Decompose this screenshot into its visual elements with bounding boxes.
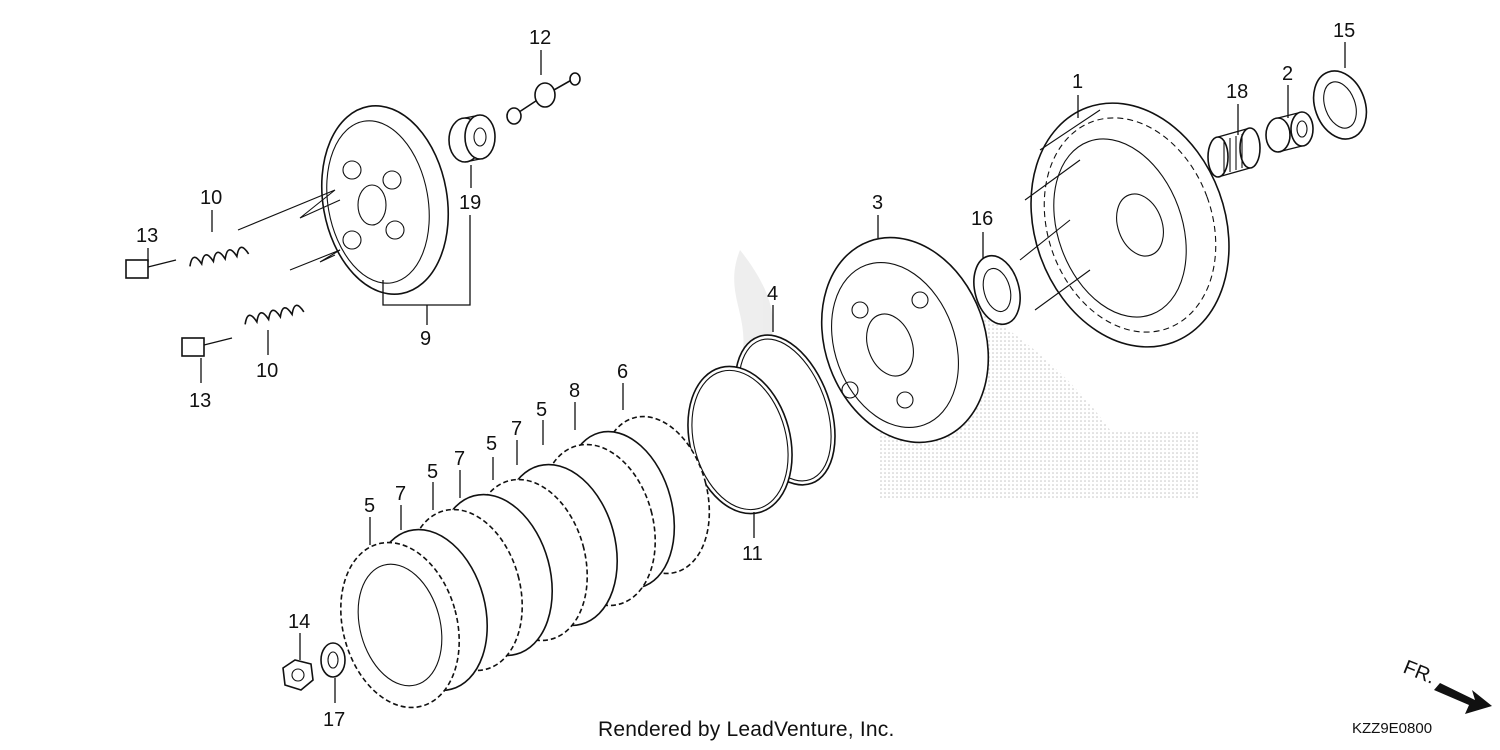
pressure-plate-part[interactable] <box>307 96 462 305</box>
washer-part[interactable] <box>967 250 1028 329</box>
callout-2: 2 <box>1282 63 1293 85</box>
callout-5-a: 5 <box>536 399 547 421</box>
clutch-outer-part[interactable] <box>998 75 1262 375</box>
callout-8: 8 <box>569 380 580 402</box>
lock-nut-part[interactable] <box>282 659 314 691</box>
front-marker-label: FR. <box>1400 656 1438 688</box>
bearing-part[interactable] <box>448 114 496 163</box>
callout-15: 15 <box>1333 20 1355 42</box>
callout-3: 3 <box>872 192 883 214</box>
lifter-rod-part[interactable] <box>506 72 581 125</box>
callout-1: 1 <box>1072 71 1083 93</box>
clutch-plate-stack[interactable] <box>323 404 726 721</box>
callout-12: 12 <box>529 27 551 49</box>
callout-11: 11 <box>742 543 763 565</box>
callout-numbers: 1 2 3 4 5 5 5 5 6 7 7 7 8 9 10 10 11 12 … <box>136 20 1355 731</box>
callout-13-b: 13 <box>189 390 211 412</box>
thrust-washer-part[interactable] <box>1305 64 1376 147</box>
clutch-center-part[interactable] <box>794 214 1016 466</box>
callout-6: 6 <box>617 361 628 383</box>
callout-10-a: 10 <box>200 187 222 209</box>
needle-bearing-part[interactable] <box>1207 127 1261 178</box>
callout-13-a: 13 <box>136 225 158 247</box>
callout-10-b: 10 <box>256 360 278 382</box>
callout-7-c: 7 <box>395 483 406 505</box>
diagram-code: KZZ9E0800 <box>1352 720 1433 737</box>
callout-18: 18 <box>1226 81 1248 103</box>
render-credit: Rendered by LeadVenture, Inc. <box>598 718 895 741</box>
front-direction-arrow: FR. <box>1400 656 1492 714</box>
callout-5-d: 5 <box>364 495 375 517</box>
callout-4: 4 <box>767 283 778 305</box>
bolt-part[interactable] <box>125 259 233 357</box>
callout-7-b: 7 <box>454 448 465 470</box>
callout-16: 16 <box>971 208 993 230</box>
clutch-spring-part[interactable] <box>188 246 305 325</box>
callout-5-b: 5 <box>486 433 497 455</box>
callout-7-a: 7 <box>511 418 522 440</box>
callout-19: 19 <box>459 192 481 214</box>
callout-9: 9 <box>420 328 431 350</box>
lock-washer-part[interactable] <box>320 642 346 678</box>
leader-lines <box>147 42 1346 703</box>
callout-5-c: 5 <box>427 461 438 483</box>
callout-17: 17 <box>323 709 345 731</box>
bushing-part[interactable] <box>1265 111 1314 153</box>
callout-14: 14 <box>288 611 310 633</box>
